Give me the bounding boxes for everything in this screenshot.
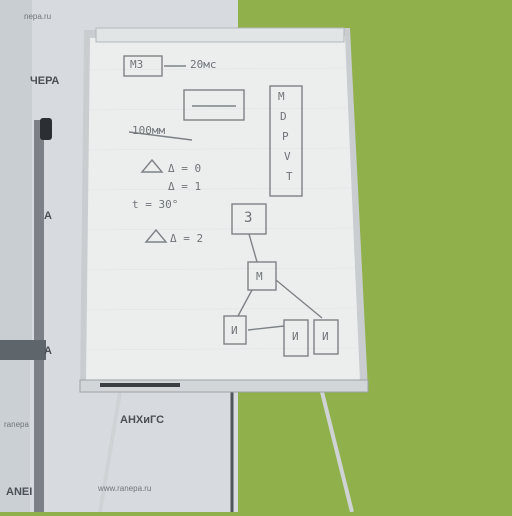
note-triangle-3: Δ = 2 <box>170 232 204 245</box>
node-box-m <box>247 261 277 291</box>
banner-top-url: nepa.ru <box>24 12 52 21</box>
note-column-box <box>269 85 303 197</box>
node-box-right-1 <box>283 319 309 357</box>
note-box-fraction <box>183 89 245 121</box>
edge-left-right <box>247 325 285 331</box>
marker-on-tray <box>100 383 180 387</box>
note-equation: t = 30° <box>132 198 179 211</box>
banner-word-2: A <box>44 210 52 222</box>
node-left-label: И <box>231 324 238 337</box>
left-screen <box>0 0 32 350</box>
banner-word-1: ЧЕРА <box>30 75 60 87</box>
note-triangle-1: Δ = 0 <box>168 162 202 175</box>
node-box-right-2 <box>313 319 339 355</box>
note-column-item-4: V <box>284 150 291 163</box>
note-triangle-2: Δ = 1 <box>168 180 202 193</box>
triangle-1 <box>140 158 164 173</box>
triangle-2 <box>144 228 168 243</box>
node-right-2-label: И <box>322 330 329 343</box>
arrow-down-1 <box>248 233 258 263</box>
note-column-item-5: Т <box>286 170 293 183</box>
node-right-1-label: И <box>292 330 299 343</box>
note-box-top <box>123 55 163 77</box>
note-left-label: 100мм <box>132 124 166 137</box>
pole-clamp <box>40 118 52 140</box>
banner-logo-text: АНХиГС <box>120 414 165 426</box>
top-clamp <box>95 27 345 43</box>
edge-m-right <box>275 279 323 319</box>
note-box-top-label: МЗ <box>130 58 144 71</box>
node-mid-label: М <box>256 270 263 283</box>
banner-pole <box>34 120 44 512</box>
banner-bottom-left: ANEI <box>6 486 33 498</box>
underline-note <box>128 131 193 141</box>
banner-small-left: ranepa <box>4 420 29 429</box>
easel-leg-right <box>320 391 354 513</box>
note-arrow-label: 20мс <box>190 58 217 71</box>
banner-word-3: A <box>44 345 52 357</box>
left-screen-base <box>0 340 46 360</box>
note-column-item-3: Р <box>282 130 289 143</box>
flipchart-paper <box>86 36 360 384</box>
banner-bottom-url: www.ranepa.ru <box>98 484 152 493</box>
note-column-item-1: М <box>278 90 285 103</box>
paper-grid <box>85 67 359 351</box>
note-column-item-2: D <box>280 110 287 123</box>
easel-leg-left <box>98 391 122 513</box>
edge-m-left <box>237 289 253 317</box>
node-center-label: З <box>244 210 253 226</box>
handwritten-diagram <box>123 55 339 357</box>
node-box-left <box>223 315 247 345</box>
